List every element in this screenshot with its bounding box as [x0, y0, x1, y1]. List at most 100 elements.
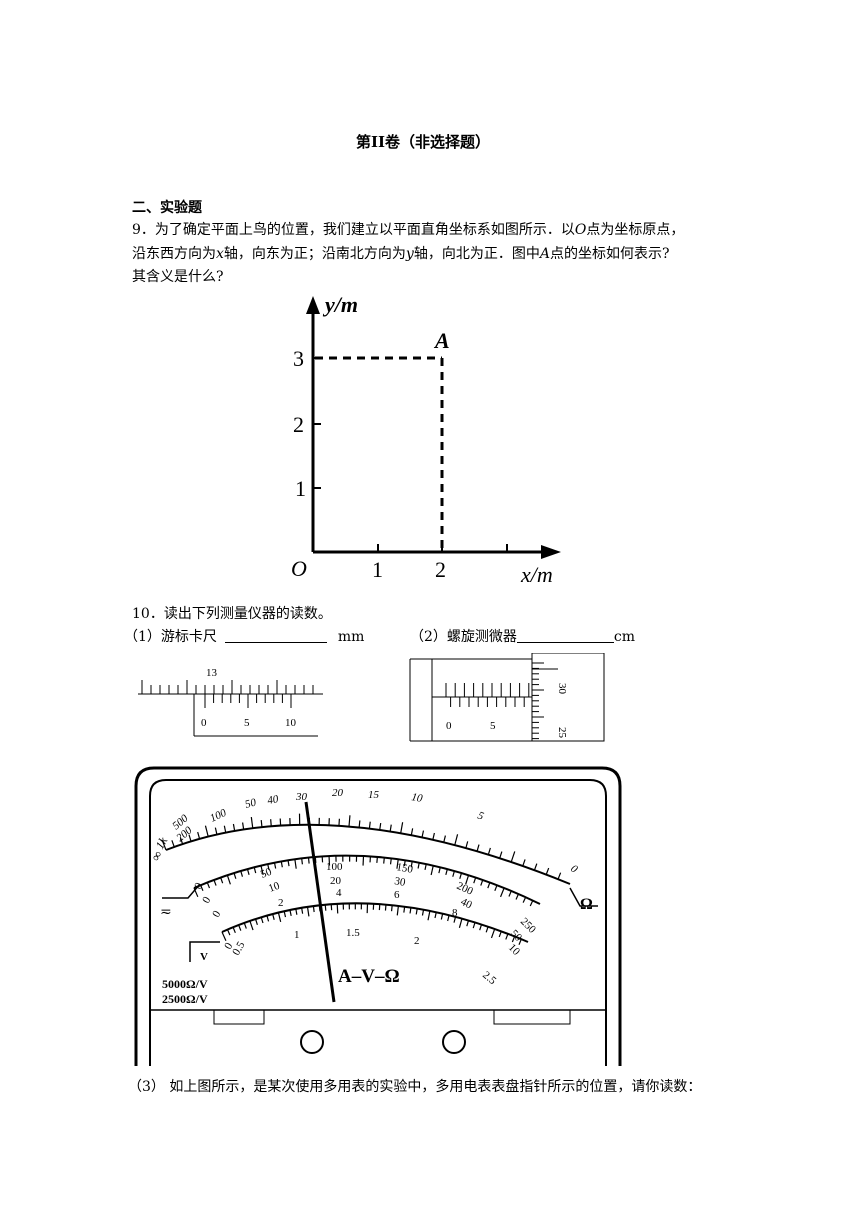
ohm-scale-tick: [533, 863, 538, 871]
dc-scale-tick: [383, 857, 385, 864]
ohm-scale-tick: [260, 820, 263, 828]
dc-scale-tick: [389, 858, 392, 865]
ac-scale-tick: [283, 911, 287, 918]
ac-scale-tick: [434, 912, 437, 919]
q10-part2-unit: cm: [613, 629, 636, 645]
micrometer-thimble-25: 25: [556, 727, 568, 739]
ac-scale-tick: [390, 905, 393, 912]
ac-scale-tick: [306, 906, 310, 917]
q9-x-var: x: [216, 246, 224, 262]
ohm-scale-tick: [358, 820, 361, 828]
dc-symbol: ≂: [160, 905, 172, 920]
ohm-scale-tick: [545, 867, 550, 875]
q10-part2-label: （2）螺旋测微器: [410, 629, 517, 645]
vernier-caliper: 13 0 5 10: [138, 667, 323, 737]
caliper-vernier-10: 10: [285, 717, 297, 729]
ohm-scale-tick: [465, 841, 469, 849]
dc-low-6: 6: [394, 889, 400, 901]
dc-scale-tick: [465, 875, 470, 885]
ohm-scale-tick: [232, 823, 236, 831]
ac-scale-tick: [312, 905, 315, 913]
dc-low-10: 10: [506, 942, 523, 959]
ohm-scale-tick: [432, 832, 435, 840]
y-axis-arrow: [306, 296, 320, 314]
ac-scale-tick: [479, 924, 483, 931]
dc-scale-tick: [240, 870, 244, 877]
q9-text-1: 9．为了确定平面上鸟的位置，我们建立以平面直角坐标系如图所示．以: [132, 222, 575, 238]
ohm-scale-tick: [410, 828, 414, 836]
dc-scale-tick: [287, 860, 290, 867]
dc-scale-tick: [487, 882, 491, 889]
ac-scale-tick: [243, 922, 247, 929]
ac-scale-tick: [226, 929, 231, 936]
ac-scale-tick: [396, 905, 399, 916]
dc-scale-tick: [515, 893, 519, 900]
ac-scale-tick: [324, 904, 327, 911]
ac-scale-tick: [238, 924, 242, 931]
ohm-scale-tick: [188, 834, 192, 842]
ac-scale-tick: [505, 933, 509, 940]
ac-scale-tick: [272, 913, 275, 920]
x-tick-2: 2: [435, 557, 446, 582]
dc-scale-tick: [200, 884, 204, 891]
dc-mid-40: 40: [459, 896, 474, 912]
micrometer: 0 5 30 25: [409, 653, 605, 742]
ac-0.5: 0.5: [230, 939, 248, 957]
ohm-10: 10: [410, 791, 423, 805]
ac-scale-tick: [518, 938, 522, 945]
ac-scale-tick: [466, 920, 470, 927]
ohm-scale-tick: [204, 825, 209, 837]
dc-scale-tick: [522, 896, 527, 903]
dc-scale-tick: [480, 879, 484, 886]
dc-scale-tick: [226, 875, 231, 885]
dc-mid-0: 0: [200, 894, 213, 905]
dc-low-2: 2: [278, 897, 284, 909]
micrometer-sleeve-0: 0: [446, 720, 452, 732]
y-tick-3: 3: [293, 346, 304, 371]
dc-low-4: 4: [336, 887, 342, 899]
ohm-zero: 0: [568, 863, 580, 876]
ac-scale-tick: [440, 913, 444, 920]
section-title: 第II卷（非选择题）: [356, 133, 491, 151]
dc-top-150: 150: [395, 861, 414, 876]
y-tick-2: 2: [293, 412, 304, 437]
ac-scale-tick: [409, 907, 412, 914]
ac-scale-tick: [289, 909, 292, 916]
ac-scale-tick: [415, 908, 418, 915]
ohm-100: 100: [208, 807, 228, 825]
ohm-scale-tick: [557, 872, 562, 880]
q10-part1-unit: mm: [337, 629, 365, 645]
dc-scale-tick: [206, 882, 211, 889]
ac-scale-tick: [427, 910, 431, 921]
ohm-scale-tick: [171, 840, 175, 848]
q9-a-var: A: [539, 246, 550, 262]
dc-scale-tick: [445, 868, 448, 876]
q9-text-2d: 点的坐标如何表示?: [549, 246, 670, 262]
ohm-scale-tick: [510, 851, 516, 863]
caliper-vernier-0: 0: [201, 717, 207, 729]
dc-scale-tick: [301, 858, 303, 865]
ohm-scale-tick: [161, 839, 167, 851]
micrometer-thimble-30: 30: [556, 683, 568, 695]
ohm-symbol: Ω: [580, 896, 593, 913]
dc-scale-tick: [438, 867, 441, 874]
ac-2.5: 2.5: [480, 969, 499, 987]
dc-scale-tick: [280, 861, 283, 868]
q9-origin-var: O: [574, 222, 587, 238]
dc-scale-tick: [267, 863, 270, 871]
dc-scale-tick: [233, 872, 237, 879]
dc-scale-tick: [473, 877, 477, 884]
ohm-scale-tick: [242, 822, 245, 830]
ac-scale-tick: [277, 912, 282, 923]
dc-scale-tick: [508, 890, 512, 897]
ac-scale-tick: [490, 928, 496, 939]
ohm-scale-tick: [522, 859, 526, 867]
dc-scale-tick: [213, 879, 217, 886]
dc-top-200: 200: [455, 880, 475, 898]
dc-mid-30: 30: [393, 875, 406, 889]
dc-scale-tick: [529, 900, 534, 907]
v-symbol: V: [200, 951, 208, 963]
dc-top-100: 100: [326, 861, 343, 873]
dc-scale-tick: [430, 865, 434, 876]
y-tick-1: 1: [295, 476, 306, 501]
